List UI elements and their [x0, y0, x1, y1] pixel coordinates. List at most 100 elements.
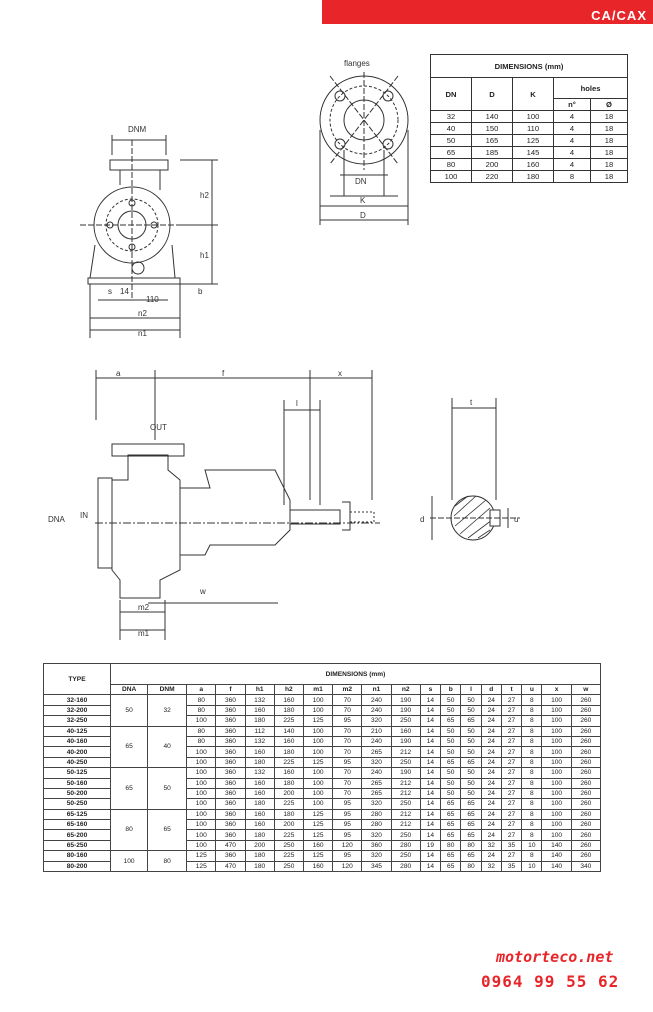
- value-cell: 100: [302, 798, 334, 810]
- value-cell: 125: [302, 829, 334, 841]
- flange-col-holes: holes: [553, 77, 628, 99]
- value-cell: 65: [460, 715, 482, 727]
- value-cell: 8: [521, 850, 543, 862]
- value-cell: 8: [521, 787, 543, 800]
- value-cell: 80: [186, 735, 217, 748]
- value-cell: 132: [244, 767, 275, 779]
- type-cell: 40-250: [43, 756, 111, 769]
- value-cell: 212: [390, 787, 421, 800]
- value-cell: 160: [302, 860, 334, 873]
- flange-cell: 180: [512, 170, 554, 183]
- x-label: x: [338, 369, 342, 378]
- value-cell: 260: [570, 715, 602, 727]
- value-cell: 95: [332, 819, 363, 831]
- value-cell: 212: [390, 746, 421, 758]
- n1-label: n1: [138, 329, 147, 338]
- value-cell: 180: [273, 808, 304, 821]
- value-cell: 320: [361, 798, 392, 810]
- dna-cell: 65: [109, 767, 149, 810]
- v110-label: 110: [146, 295, 159, 304]
- type-cell: 80-200: [43, 860, 111, 873]
- value-cell: 100: [186, 839, 217, 852]
- value-cell: 14: [419, 819, 442, 831]
- value-cell: 8: [521, 767, 543, 779]
- value-cell: 65: [460, 808, 482, 821]
- value-cell: 100: [541, 829, 572, 841]
- value-cell: 160: [244, 808, 275, 821]
- value-cell: 100: [186, 767, 217, 779]
- w-label: w: [199, 587, 206, 596]
- main-col-header: m2: [332, 683, 363, 696]
- value-cell: 260: [570, 850, 602, 862]
- flange-cell: 140: [471, 110, 513, 123]
- type-cell: 65-125: [43, 808, 111, 821]
- flange-cell: 65: [430, 146, 472, 159]
- flange-cell: 150: [471, 122, 513, 135]
- value-cell: 50: [440, 787, 462, 800]
- value-cell: 19: [419, 839, 442, 852]
- value-cell: 50: [460, 767, 482, 779]
- shaft-section-drawing: [430, 398, 520, 541]
- value-cell: 50: [460, 735, 482, 748]
- main-col-header: h2: [273, 683, 304, 696]
- value-cell: 160: [244, 704, 275, 717]
- value-cell: 10: [521, 860, 543, 873]
- value-cell: 360: [215, 787, 246, 800]
- value-cell: 14: [419, 704, 442, 717]
- value-cell: 120: [332, 839, 363, 852]
- value-cell: 260: [570, 829, 602, 841]
- value-cell: 100: [186, 819, 217, 831]
- value-cell: 8: [521, 798, 543, 810]
- flange-cell: 32: [430, 110, 472, 123]
- value-cell: 100: [186, 829, 217, 841]
- type-cell: 50-200: [43, 787, 111, 800]
- value-cell: 27: [500, 767, 523, 779]
- value-cell: 160: [273, 735, 304, 748]
- value-cell: 100: [186, 798, 217, 810]
- value-cell: 14: [419, 829, 442, 841]
- value-cell: 65: [460, 756, 482, 769]
- value-cell: 160: [244, 777, 275, 789]
- value-cell: 80: [186, 725, 217, 737]
- type-cell: 40-160: [43, 735, 111, 748]
- value-cell: 80: [460, 860, 482, 873]
- value-cell: 32: [480, 839, 502, 852]
- value-cell: 260: [570, 777, 602, 789]
- value-cell: 100: [541, 808, 572, 821]
- dnm-label: DNM: [128, 125, 147, 134]
- value-cell: 250: [390, 850, 421, 862]
- value-cell: 100: [302, 704, 334, 717]
- a-label: a: [116, 369, 121, 378]
- k-label: K: [360, 196, 366, 205]
- value-cell: 8: [521, 808, 543, 821]
- value-cell: 100: [541, 725, 572, 737]
- value-cell: 265: [361, 746, 392, 758]
- value-cell: 360: [215, 798, 246, 810]
- value-cell: 50: [440, 694, 462, 706]
- value-cell: 24: [480, 819, 502, 831]
- value-cell: 50: [460, 725, 482, 737]
- type-cell: 65-200: [43, 829, 111, 841]
- value-cell: 180: [273, 777, 304, 789]
- value-cell: 24: [480, 798, 502, 810]
- d-shaft-label: d: [420, 515, 424, 524]
- value-cell: 35: [500, 860, 523, 873]
- type-cell: 40-200: [43, 746, 111, 758]
- value-cell: 470: [215, 860, 246, 873]
- value-cell: 260: [570, 767, 602, 779]
- value-cell: 70: [332, 767, 363, 779]
- main-col-header: l: [460, 683, 482, 696]
- value-cell: 14: [419, 715, 442, 727]
- value-cell: 260: [570, 787, 602, 800]
- front-view-drawing: [80, 135, 218, 338]
- dna-cell: 50: [109, 694, 149, 727]
- value-cell: 14: [419, 808, 442, 821]
- main-table-title: DIMENSIONS (mm): [110, 663, 601, 685]
- value-cell: 95: [332, 808, 363, 821]
- value-cell: 100: [541, 787, 572, 800]
- value-cell: 24: [480, 777, 502, 789]
